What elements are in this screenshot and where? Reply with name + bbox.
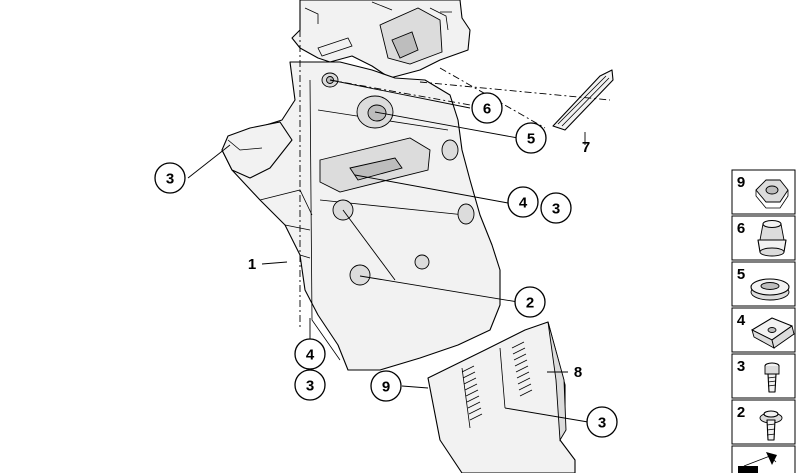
callout-6: 6 [471,92,503,124]
part-7-label: 7 [582,139,590,156]
grommet-icon [750,278,790,301]
legend-row-9: 9 [731,169,796,215]
arrow-icon [738,452,777,473]
callout-3-left-label: 3 [166,171,174,188]
part-8-label: 8 [574,364,582,381]
screw-icon [764,362,780,393]
legend-number-2: 2 [737,404,745,421]
clip-nut-icon [751,317,795,349]
main-bracket [221,0,501,371]
callout-4-right: 4 [507,186,539,218]
callout-3-bottom: 3 [294,369,326,401]
legend-row-6: 6 [731,215,796,261]
callout-9-label: 9 [382,379,390,396]
callout-5-label: 5 [527,131,535,148]
leader-lines [187,0,611,423]
legend-row-arrow [731,445,796,473]
legend-number-5: 5 [737,266,745,283]
callout-4-bottom: 4 [294,338,326,370]
legend-row-4: 4 [731,307,796,353]
legend-row-2: 2 [731,399,796,445]
callout-2: 2 [514,286,546,318]
callout-9: 9 [370,370,402,402]
callout-6-label: 6 [483,101,491,118]
legend-number-4: 4 [737,312,746,329]
legend-row-3: 3 [731,353,796,399]
cover-plate [427,321,576,473]
legend-number-3: 3 [737,358,745,375]
callout-5: 5 [515,122,547,154]
part-1-label: 1 [248,256,256,273]
callout-3-right: 3 [540,192,572,224]
fastener-legend: 9 6 5 [731,169,796,473]
callout-3-cover-label: 3 [598,415,606,432]
legend-number-6: 6 [737,220,745,237]
callout-4-right-label: 4 [519,195,528,212]
expanding-nut-icon [757,219,787,257]
hex-nut-icon [755,179,789,209]
legend-row-5: 5 [731,261,796,307]
callout-3-bottom-label: 3 [306,378,314,395]
callout-4-bottom-label: 4 [306,347,315,364]
callout-3-right-label: 3 [552,201,560,218]
seal-strip [552,69,614,131]
callout-2-label: 2 [526,295,534,312]
callout-3-left: 3 [154,162,186,194]
collar-screw-icon [759,410,783,441]
legend-number-9: 9 [737,174,745,191]
callout-3-cover: 3 [586,406,618,438]
